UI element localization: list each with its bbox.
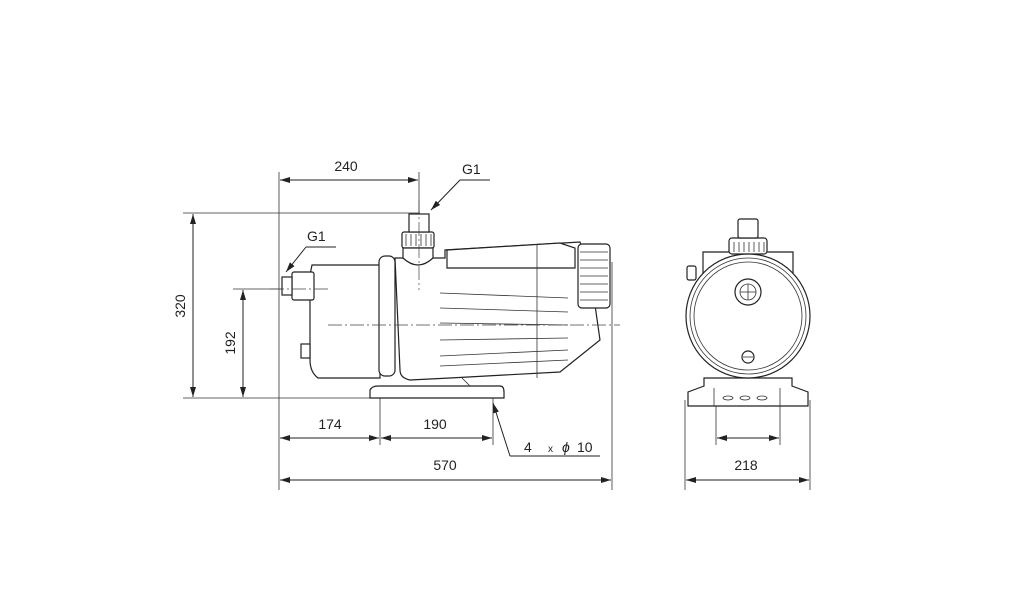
hole-times: x bbox=[548, 444, 553, 455]
dim-label-174: 174 bbox=[318, 416, 342, 432]
mounting-holes-callout: 4 x ϕ 10 bbox=[492, 402, 600, 457]
outlet-g1-label: G1 bbox=[462, 161, 481, 177]
dimension-218: 218 bbox=[686, 435, 809, 483]
inlet-connection-callout: G1 bbox=[285, 228, 336, 273]
dimension-192: 192 bbox=[222, 290, 246, 397]
pump-side-view bbox=[270, 200, 620, 399]
dim-label-320: 320 bbox=[172, 294, 188, 318]
dim-label-218: 218 bbox=[734, 457, 758, 473]
dim-label-240: 240 bbox=[334, 158, 358, 174]
dimension-570: 570 bbox=[280, 457, 611, 483]
dimension-240: 240 bbox=[280, 158, 418, 183]
diameter-symbol: ϕ bbox=[562, 439, 570, 455]
inlet-g1-label: G1 bbox=[307, 228, 326, 244]
hole-diameter: 10 bbox=[577, 439, 593, 455]
dim-label-192: 192 bbox=[222, 331, 238, 355]
dimension-320: 320 bbox=[172, 214, 196, 397]
hole-count: 4 bbox=[524, 439, 532, 455]
dimension-190: 190 bbox=[381, 416, 492, 441]
pump-front-view bbox=[685, 218, 811, 407]
extension-lines bbox=[183, 172, 811, 490]
outlet-connection-callout: G1 bbox=[430, 161, 490, 211]
dim-label-570: 570 bbox=[433, 457, 457, 473]
dim-label-190: 190 bbox=[423, 416, 447, 432]
dimension-174: 174 bbox=[280, 416, 379, 441]
